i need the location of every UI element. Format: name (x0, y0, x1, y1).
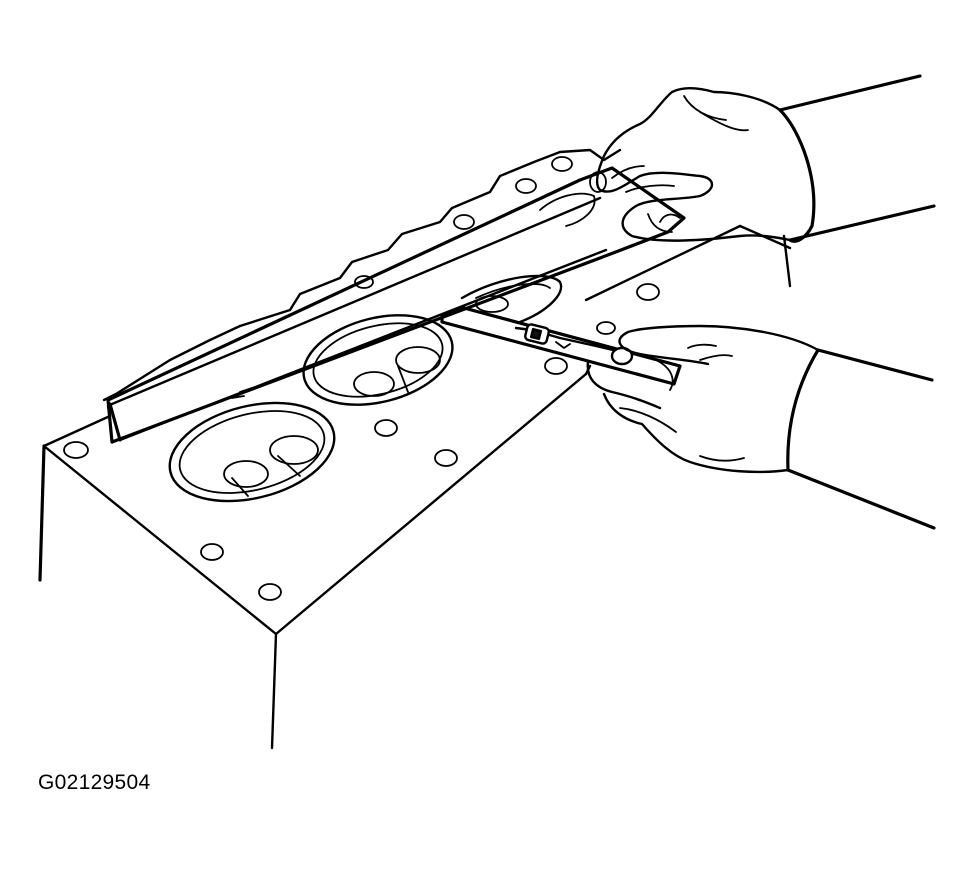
lower-hand-outline (586, 324, 820, 474)
bolt-holes (63, 283, 660, 601)
lower-sleeve (786, 348, 936, 530)
lower-hand (586, 324, 936, 530)
head-front-edge (270, 632, 278, 750)
combustion-chamber-2 (302, 314, 454, 406)
head-left-edge (38, 444, 46, 582)
combustion-chamber-1 (168, 401, 336, 503)
feeler-gauge-tool (440, 306, 682, 386)
upper-hand (589, 74, 936, 243)
gasket-outline (102, 148, 622, 402)
figure-code-label: G02129504 (38, 771, 151, 794)
head-deck-surface (42, 372, 588, 636)
straight-edge-tool (106, 166, 686, 444)
combustion-chamber-3 (460, 274, 563, 324)
head-rear-deck-edge (584, 224, 742, 302)
cylinder-head-block (38, 224, 792, 750)
upper-sleeve (778, 74, 936, 243)
upper-hand-outline (595, 87, 792, 242)
head-gasket (102, 148, 622, 402)
straight-edge-body (106, 166, 686, 444)
feeler-gauge-blade (440, 306, 682, 386)
